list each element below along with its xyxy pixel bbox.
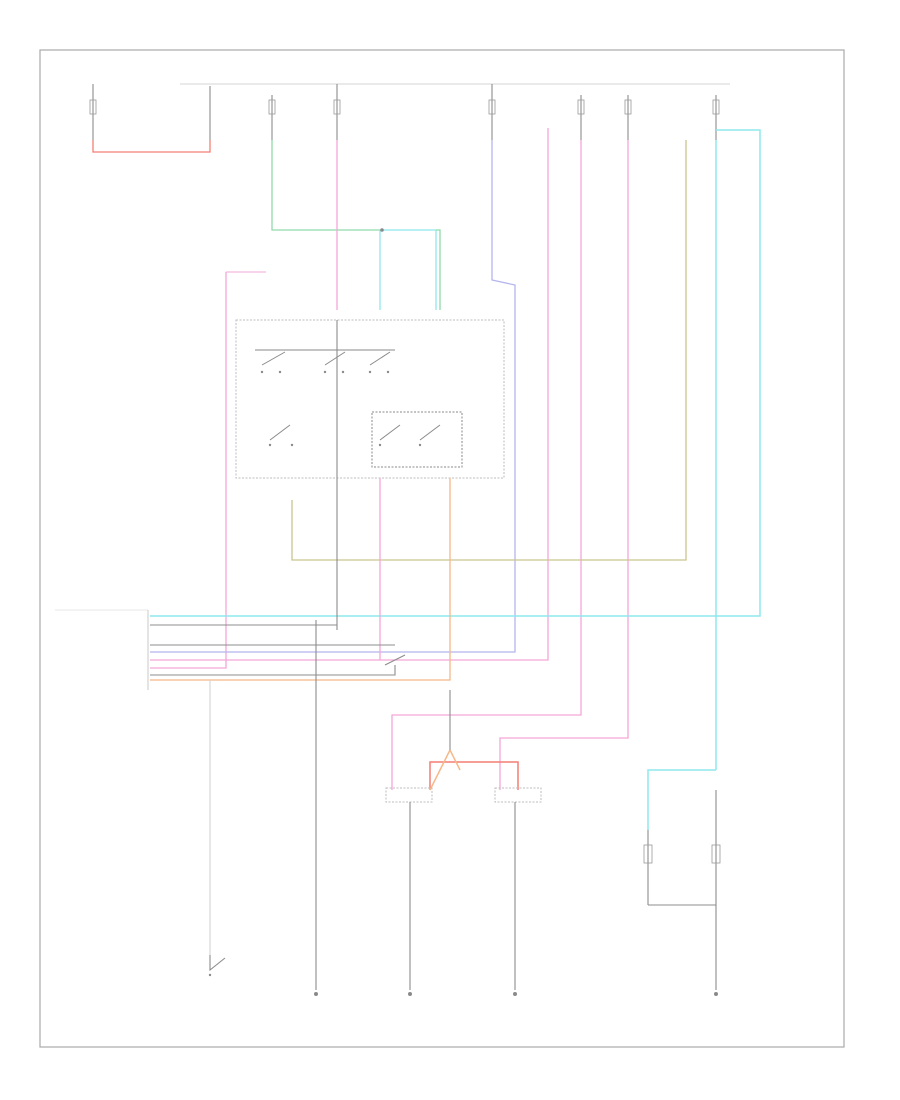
fuse-2 (268, 95, 276, 140)
diagram-frame (39, 49, 845, 1048)
fuse-6 (624, 95, 632, 140)
wire-pink-fuse6 (499, 140, 629, 790)
fuse-5 (577, 95, 585, 140)
wire-light-green-2 (436, 229, 441, 310)
door-switch (208, 955, 226, 977)
wire-orange-switch (150, 478, 451, 681)
wire-olive (291, 140, 687, 561)
wire-lavender (150, 140, 516, 653)
left-headlamp (385, 787, 433, 990)
wire-pink-fuse5 (391, 140, 582, 790)
wire-pink-right (150, 128, 549, 661)
module-connector (55, 609, 149, 690)
dimmer-junction (384, 654, 519, 791)
fuse-4 (488, 84, 496, 140)
headlamp-switch-box (235, 319, 505, 479)
park-lamps (643, 769, 721, 990)
right-headlamp (494, 787, 542, 990)
wire-light-green (271, 140, 380, 231)
fuse-3 (333, 84, 341, 140)
fuse-7 (712, 95, 720, 140)
splice-cyan (379, 228, 437, 310)
fuse-block-top (89, 84, 720, 140)
wire-red-top (92, 140, 211, 153)
fuse-1 (89, 84, 211, 140)
wire-cyan-right (150, 129, 761, 617)
wire-black-connector-3 (150, 665, 396, 676)
wire-pink-left (150, 272, 227, 669)
ground-points (314, 992, 718, 996)
